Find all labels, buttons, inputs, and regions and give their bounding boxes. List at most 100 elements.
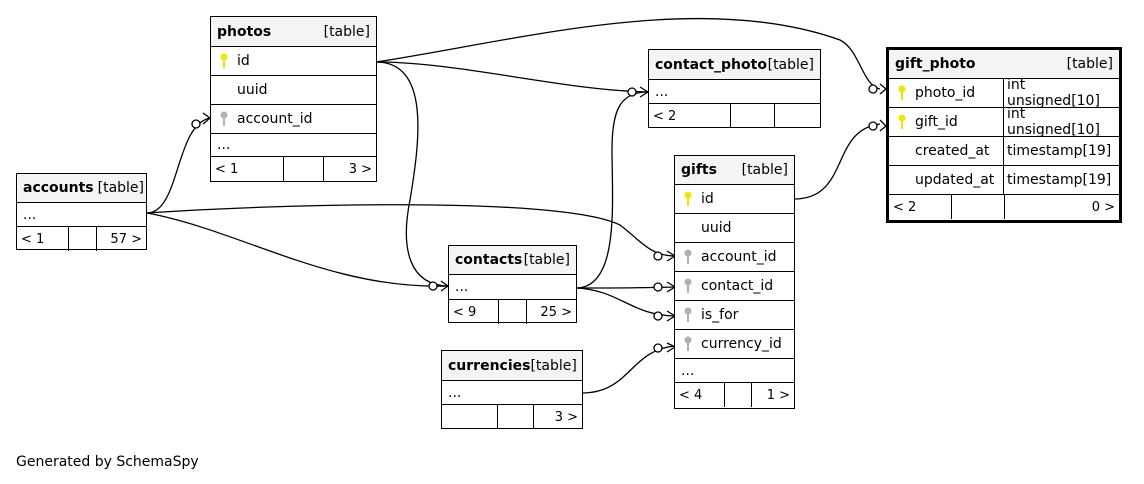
column-name: account_id <box>237 111 313 127</box>
edge-contacts-gifts-contact <box>575 286 676 289</box>
table-kind: [table] <box>97 180 145 196</box>
table-gifts[interactable]: gifts [table] id uuid account_id contact… <box>674 155 795 409</box>
table-header[interactable]: gift_photo [table] <box>889 50 1119 79</box>
table-kind: [table] <box>767 56 814 73</box>
edge-photos-contact-photo <box>375 61 649 93</box>
edge-contacts-gifts-isfor <box>575 287 676 317</box>
rows-count <box>284 157 324 181</box>
column-row[interactable]: account_id <box>211 105 376 134</box>
primary-key-icon <box>898 114 906 129</box>
more-columns: ... <box>675 359 794 383</box>
table-header[interactable]: accounts [table] <box>17 174 146 203</box>
column-row[interactable]: uuid <box>675 214 794 243</box>
more-columns: ... <box>449 275 576 300</box>
column-type: timestamp[19] <box>1003 166 1119 194</box>
table-kind: [table] <box>741 162 788 178</box>
column-row[interactable]: photo_id int unsigned[10] <box>889 77 1119 109</box>
foreign-key-icon <box>684 336 692 351</box>
column-row[interactable]: id <box>675 185 794 214</box>
column-name: is_for <box>701 307 739 323</box>
column-type: int unsigned[10] <box>1003 106 1119 138</box>
edge-photos-contacts <box>375 61 449 287</box>
column-row[interactable]: gift_id int unsigned[10] <box>889 106 1119 138</box>
table-header[interactable]: gifts [table] <box>675 156 794 185</box>
parent-count[interactable] <box>442 405 498 429</box>
table-kind: [table] <box>323 23 370 40</box>
child-count[interactable]: 25 > <box>540 304 572 320</box>
more-columns: ... <box>442 381 582 405</box>
generated-by-footer: Generated by SchemaSpy <box>16 454 199 470</box>
table-name: contact_photo <box>655 56 767 73</box>
table-footer: < 4 1 > <box>675 383 794 407</box>
rows-count <box>499 300 527 324</box>
child-count[interactable]: 57 > <box>110 231 142 247</box>
table-kind: [table] <box>1066 56 1113 72</box>
table-header[interactable]: contacts [table] <box>449 246 576 275</box>
table-accounts[interactable]: accounts [table] ... < 1 57 > <box>16 173 147 251</box>
child-count[interactable]: 1 > <box>766 387 790 403</box>
zero-marker <box>653 343 663 353</box>
more-columns: ... <box>649 80 820 104</box>
rows-count <box>498 405 534 429</box>
table-header[interactable]: contact_photo [table] <box>649 50 820 80</box>
column-row[interactable]: currency_id <box>675 330 794 359</box>
rows-count <box>69 227 97 251</box>
column-row[interactable]: updated_at timestamp[19] <box>889 166 1119 195</box>
zero-marker <box>653 251 663 261</box>
column-row[interactable]: uuid <box>211 76 376 105</box>
foreign-key-icon <box>684 278 692 293</box>
table-photos[interactable]: photos [table] id uuid account_id ... < … <box>210 16 377 182</box>
table-name: gifts <box>681 162 717 178</box>
child-count[interactable] <box>775 104 820 128</box>
parent-count[interactable]: < 2 <box>649 104 731 128</box>
zero-marker <box>868 121 878 131</box>
parent-count[interactable]: < 9 <box>449 300 499 324</box>
edge-currencies-gifts <box>581 345 676 394</box>
table-header[interactable]: photos [table] <box>211 17 376 47</box>
table-footer: < 2 0 > <box>889 195 1119 219</box>
child-count[interactable]: 3 > <box>348 161 372 177</box>
primary-key-icon <box>898 85 906 100</box>
column-row[interactable]: id <box>211 47 376 76</box>
rows-count <box>952 195 1005 219</box>
column-name: account_id <box>701 249 777 265</box>
zero-marker <box>428 281 438 291</box>
table-footer: < 1 57 > <box>17 227 146 251</box>
column-row[interactable]: created_at timestamp[19] <box>889 137 1119 166</box>
zero-marker <box>191 119 201 129</box>
child-count[interactable]: 0 > <box>1091 199 1115 215</box>
column-name: photo_id <box>915 85 976 101</box>
zero-marker <box>653 311 663 321</box>
zero-marker <box>627 87 637 97</box>
column-row[interactable]: account_id <box>675 243 794 272</box>
table-kind: [table] <box>530 357 577 374</box>
more-columns: ... <box>17 203 146 227</box>
column-row[interactable]: contact_id <box>675 272 794 301</box>
column-row[interactable]: is_for <box>675 301 794 330</box>
table-name: photos <box>217 23 272 40</box>
table-name: currencies <box>448 357 531 374</box>
table-gift-photo[interactable]: gift_photo [table] photo_id int unsigned… <box>886 47 1122 223</box>
rows-count <box>725 383 752 407</box>
table-currencies[interactable]: currencies [table] ... 3 > <box>441 350 583 429</box>
table-name: contacts <box>455 252 523 268</box>
table-footer: < 1 3 > <box>211 157 376 181</box>
column-name: contact_id <box>701 278 774 294</box>
parent-count[interactable]: < 2 <box>889 195 952 219</box>
table-contact-photo[interactable]: contact_photo [table] ... < 2 <box>648 49 821 128</box>
column-name: uuid <box>237 82 268 98</box>
edge-gifts-gift-photo <box>793 123 881 200</box>
table-contacts[interactable]: contacts [table] ... < 9 25 > <box>448 245 577 324</box>
edge-accounts-photos <box>146 117 211 214</box>
child-count[interactable]: 3 > <box>554 409 578 425</box>
column-name: id <box>237 53 250 69</box>
parent-count[interactable]: < 4 <box>675 383 725 407</box>
column-type: timestamp[19] <box>1003 137 1119 165</box>
primary-key-icon <box>684 191 692 206</box>
table-header[interactable]: currencies [table] <box>442 351 582 381</box>
column-name: created_at <box>915 143 990 159</box>
primary-key-icon <box>220 53 228 68</box>
parent-count[interactable]: < 1 <box>211 157 284 181</box>
parent-count[interactable]: < 1 <box>17 227 69 251</box>
